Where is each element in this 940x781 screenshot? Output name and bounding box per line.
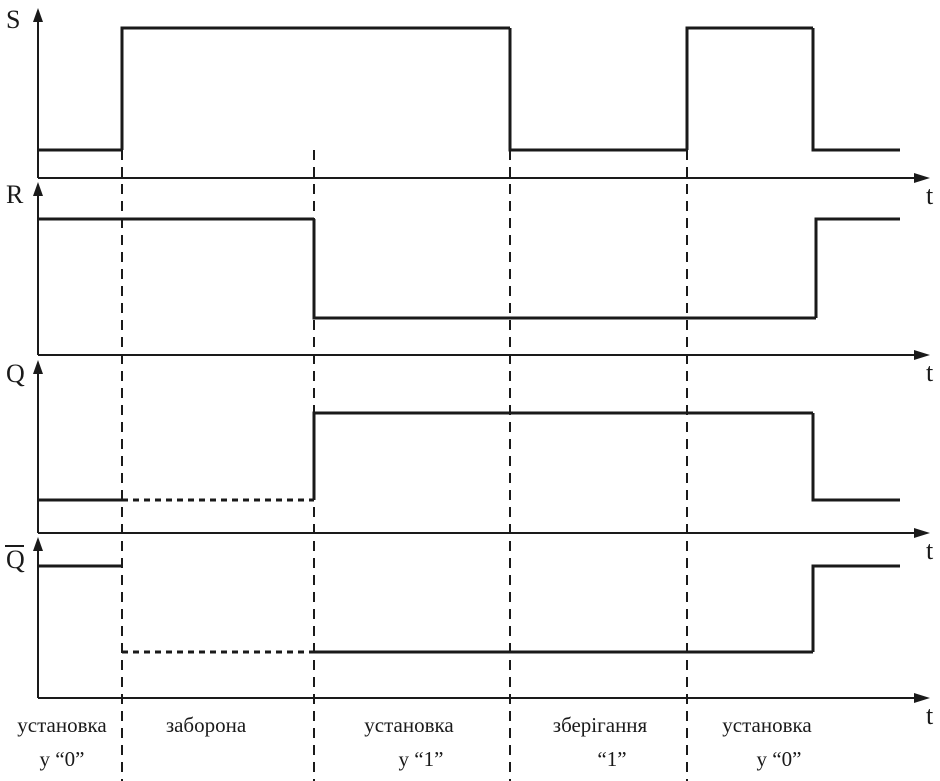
phase-label-line2: у “0” xyxy=(40,747,85,771)
signal-panel-r: Rt xyxy=(6,180,934,387)
phase-label-line2: у “1” xyxy=(399,747,444,771)
time-arrow-icon xyxy=(914,693,930,703)
time-axis-label: t xyxy=(926,181,934,210)
phase-label-line2: “1” xyxy=(597,747,626,771)
phase-label-line1: установка xyxy=(722,713,812,737)
waveform-s xyxy=(38,26,900,152)
waveform-q xyxy=(38,411,900,502)
time-arrow-icon xyxy=(914,173,930,183)
phase-dividers xyxy=(121,150,688,781)
signal-label-qbar: Q xyxy=(6,545,25,574)
signal-label-s: S xyxy=(6,5,20,34)
waveform-r xyxy=(38,217,900,320)
waveform-qbar xyxy=(38,564,900,654)
time-arrow-icon xyxy=(914,528,930,538)
phase-label-line2: у “0” xyxy=(757,747,802,771)
time-axis-label: t xyxy=(926,358,934,387)
vertical-arrow-icon xyxy=(33,8,43,22)
signal-panel-qbar: Qt xyxy=(5,537,934,730)
time-arrow-icon xyxy=(914,350,930,360)
signal-label-q: Q xyxy=(6,359,25,388)
signal-panel-s: St xyxy=(6,5,934,210)
signal-label-r: R xyxy=(6,180,24,209)
phase-labels: установка у “0” заборона установка у “1” збер… xyxy=(17,713,812,771)
time-axis-label: t xyxy=(926,701,934,730)
phase-label-line1: установка xyxy=(364,713,454,737)
phase-label-line1: заборона xyxy=(166,713,247,737)
phase-label-line1: зберігання xyxy=(553,713,648,737)
signal-panel-q: Qt xyxy=(6,359,934,565)
vertical-arrow-icon xyxy=(33,182,43,196)
phase-label-line1: установка xyxy=(17,713,107,737)
vertical-arrow-icon xyxy=(33,537,43,551)
vertical-arrow-icon xyxy=(33,360,43,374)
time-axis-label: t xyxy=(926,536,934,565)
